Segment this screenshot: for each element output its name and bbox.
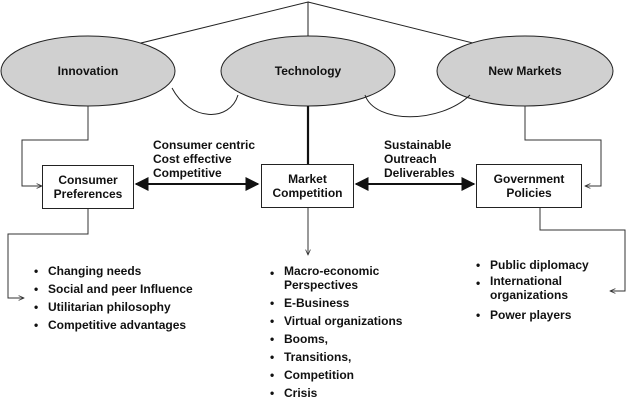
list-item: E-Business (270, 294, 402, 312)
arc-right (364, 94, 471, 118)
list-item: Utilitarian philosophy (34, 298, 193, 316)
list-item: Competition (270, 366, 402, 384)
list-item: Social and peer Influence (34, 280, 193, 298)
list-item: International organizations (476, 274, 589, 302)
box-government-policies: Government Policies (476, 164, 582, 208)
label-innovation: Innovation (57, 64, 119, 78)
link-label-competitive: Competitive (153, 166, 222, 180)
list-item-text: International organizations (490, 274, 569, 302)
box-consumer-preferences-text: Consumer Preferences (53, 173, 123, 201)
connector-government-list (539, 207, 626, 291)
box-market-competition-text: Market Competition (272, 172, 343, 200)
link-labels-right: Sustainable Outreach Deliverables (384, 138, 455, 180)
box-government-policies-text: Government Policies (493, 172, 565, 200)
list-government: Public diplomacy International organizat… (476, 256, 589, 324)
list-item: Changing needs (34, 262, 193, 280)
list-item: Crisis (270, 384, 402, 402)
list-item: Transitions, (270, 348, 402, 366)
link-label-consumer-centric: Consumer centric (153, 138, 256, 152)
label-new-markets: New Markets (488, 64, 562, 78)
list-item-text: Macro-economic Perspectives (284, 264, 380, 292)
list-consumer: Changing needs Social and peer Influence… (34, 262, 193, 334)
list-item: Power players (476, 306, 589, 324)
arc-left (171, 87, 239, 115)
box-consumer-preferences: Consumer Preferences (42, 165, 134, 209)
box-market-competition: Market Competition (261, 164, 354, 208)
link-label-deliverables: Deliverables (384, 166, 455, 180)
connector-newmarkets-government (524, 106, 602, 186)
list-item: Competitive advantages (34, 316, 193, 334)
list-item: Booms, (270, 330, 402, 348)
list-item: Public diplomacy (476, 256, 589, 274)
link-labels-left: Consumer centric Cost effective Competit… (153, 138, 255, 180)
list-item: Virtual organizations (270, 312, 402, 330)
label-technology: Technology (274, 64, 342, 78)
link-label-cost-effective: Cost effective (153, 152, 232, 166)
connector-innovation-consumer (21, 106, 89, 186)
link-label-outreach: Outreach (384, 152, 437, 166)
list-market: Macro-economic Perspectives E-Business V… (270, 264, 402, 402)
list-item: Macro-economic Perspectives (270, 264, 402, 292)
connector-consumer-list (7, 208, 89, 298)
link-label-sustainable: Sustainable (384, 138, 452, 152)
